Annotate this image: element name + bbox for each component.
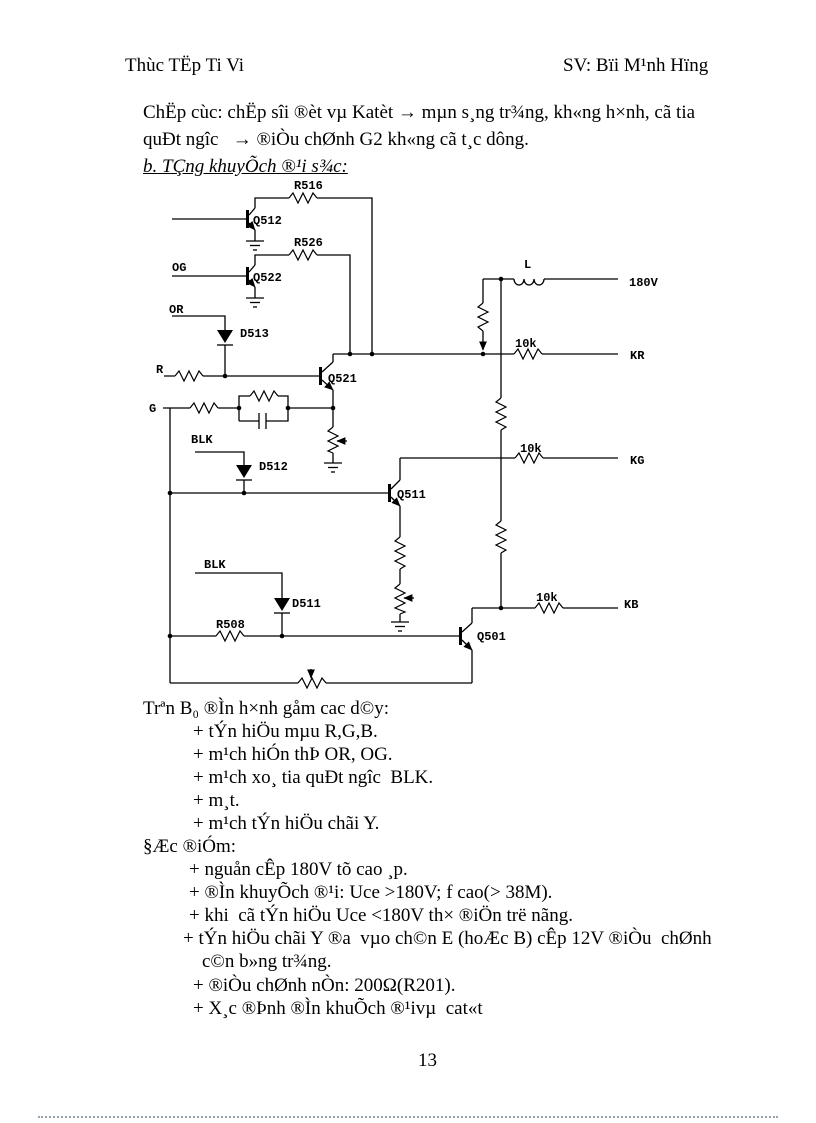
label-terminal-kg: KG [630, 454, 644, 468]
body-line: + ®iÒu chØnh nÒn: 200Ω(R201). [193, 975, 456, 996]
wires [163, 197, 618, 684]
diode-d512 [236, 465, 252, 481]
potentiometer-q511-emitter [393, 583, 407, 615]
label-input-blk2: BLK [204, 558, 226, 572]
page-number: 13 [418, 1050, 437, 1071]
intro-line-1: ChËp cùc: chËp sîi ®èt vµ Katèt → mµn s¸… [143, 102, 696, 123]
footer-divider [38, 1116, 778, 1118]
label-10k-kb: 10k [536, 591, 558, 605]
header-right: SV: Bïi M¹nh Hïng [563, 55, 709, 76]
body-line: + m¹ch tÝn hiÖu chãi Y. [193, 813, 380, 834]
label-input-og: OG [172, 261, 186, 275]
label-10k-kr: 10k [515, 337, 537, 351]
body-line: + nguån cÊp 180V tõ cao ¸p. [189, 859, 408, 880]
label-terminal-kr: KR [630, 349, 645, 363]
label-q512: Q512 [253, 214, 282, 228]
resistor-g-input [189, 401, 219, 415]
label-r526: R526 [294, 236, 323, 250]
resistor-centre-upper [494, 397, 508, 431]
label-terminal-180v: 180V [629, 276, 659, 290]
resistor-r526 [288, 248, 318, 262]
color-amplifier-schematic: R516 R526 Q512 Q522 Q521 Q511 Q501 D513 … [149, 179, 659, 690]
label-10k-kg: 10k [520, 442, 542, 456]
resistor-10k-kr [513, 347, 543, 361]
label-q522: Q522 [253, 271, 282, 285]
inductor-l [513, 278, 545, 286]
wiper-arrows [307, 341, 487, 679]
potentiometer-bottom-rail [297, 676, 327, 690]
diode-d511 [274, 598, 290, 614]
transistor-q512 [246, 207, 256, 231]
label-q521: Q521 [328, 372, 357, 386]
resistor-10k-kg [514, 451, 544, 465]
diode-d513 [217, 330, 233, 346]
label-d511: D511 [292, 597, 321, 611]
label-d513: D513 [240, 327, 269, 341]
label-input-blk1: BLK [191, 433, 213, 447]
potentiometer-q521-emitter [326, 426, 340, 454]
label-input-g: G [149, 402, 156, 416]
ground-q511 [391, 621, 409, 632]
section-heading: b. TÇng khuyÕch ®¹i s¾c: [143, 156, 348, 177]
body-line: + m¹ch hiÓn thÞ OR, OG. [193, 744, 393, 765]
label-q501: Q501 [477, 630, 506, 644]
header-left: Thùc TËp Ti Vi [125, 55, 245, 76]
label-input-r: R [156, 363, 164, 377]
resistor-180v-to-kr [476, 302, 490, 332]
transistor-q501 [459, 622, 473, 651]
ground-q512 [246, 240, 264, 251]
transistor-q521 [319, 361, 334, 391]
resistor-r-input [174, 369, 204, 383]
resistor-r508 [215, 629, 245, 643]
intro-line-2: quÐt ngîc → ®iÒu chØnh G2 kh«ng cã t¸c d… [143, 129, 529, 150]
transistor-q522 [246, 264, 256, 288]
ground-q522 [246, 297, 264, 308]
body-line: Trªn B₀ ®Ìn h×nh gåm cac d©y: [143, 698, 390, 719]
label-q511: Q511 [397, 488, 426, 502]
body-line: + m¸t. [193, 790, 240, 811]
transistor-q511 [388, 479, 401, 507]
body-line: §Æc ®iÓm: [143, 836, 237, 857]
resistor-rc-network [249, 389, 279, 403]
resistor-q511-emitter [393, 536, 407, 570]
junction-dots [167, 276, 504, 639]
resistor-10k-kb [534, 601, 564, 615]
label-r516: R516 [294, 179, 323, 193]
body-line: + X¸c ®Þnh ®Ìn khuÕch ®¹ivµ cat«t [193, 998, 483, 1019]
body-line: + khi cã tÝn hiÖu Uce <180V th× ®iÖn trë… [189, 905, 573, 926]
resistor-r516 [288, 191, 318, 205]
body-line: + tÝn hiÖu chãi Y ®a vµo ch©n E (hoÆc B)… [183, 928, 712, 949]
resistor-centre-lower [494, 520, 508, 554]
label-d512: D512 [259, 460, 288, 474]
body-line: + tÝn hiÖu mµu R,G,B. [193, 721, 378, 742]
body-line: + m¹ch xo¸ tia quÐt ngîc BLK. [193, 767, 434, 788]
ground-q521 [324, 462, 342, 473]
body-line: c©n b»ng tr¾ng. [202, 951, 332, 972]
body-line: + ®Ìn khuyÕch ®¹i: Uce >180V; f cao(> 38… [189, 882, 553, 903]
label-terminal-kb: KB [624, 598, 638, 612]
label-inductor-l: L [524, 258, 531, 272]
label-r508: R508 [216, 618, 245, 632]
label-input-or: OR [169, 303, 184, 317]
